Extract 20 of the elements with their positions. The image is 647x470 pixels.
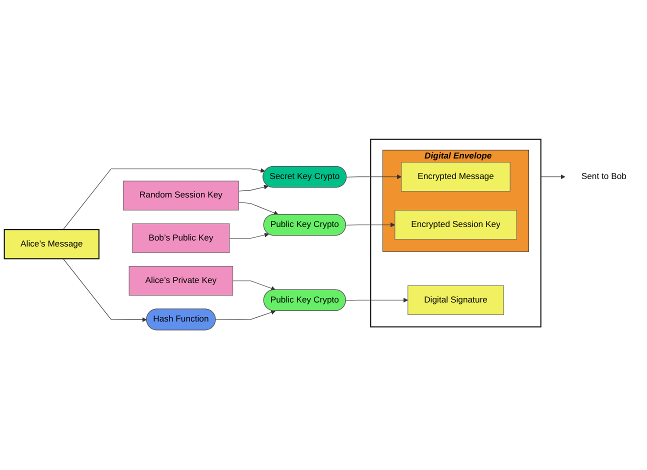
arrow [215, 310, 276, 320]
node-box: Bob’s Public Key [132, 224, 230, 254]
node-box: Encrypted Session Key [394, 210, 517, 240]
node-box: Encrypted Message [401, 162, 510, 192]
arrow [540, 174, 566, 180]
arrow [238, 185, 269, 192]
arrow [62, 258, 147, 322]
arrow [62, 168, 266, 230]
node-box: Alice’s Message [4, 229, 100, 260]
arrow [229, 233, 270, 239]
arrow [346, 222, 396, 228]
node-box: Alice’s Private Key [128, 266, 234, 296]
arrow [238, 202, 279, 216]
node-text: Sent to Bob [581, 172, 626, 182]
node-box: Digital Signature [408, 286, 504, 316]
arrow [346, 174, 402, 180]
node-box: Random Session Key [122, 181, 239, 211]
cluster [370, 139, 542, 328]
arrow [232, 280, 276, 292]
arrow [346, 298, 408, 303]
